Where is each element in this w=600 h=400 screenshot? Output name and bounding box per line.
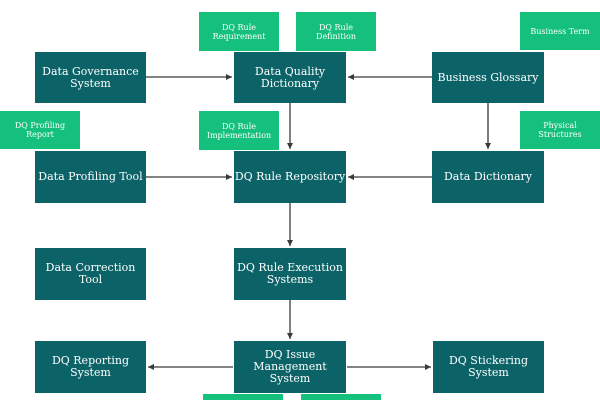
node-data-correction-tool: Data Correction Tool (35, 248, 146, 300)
node-data-quality-dictionary: Data Quality Dictionary (234, 52, 346, 103)
node-dq-stickering-system: DQ Stickering System (433, 341, 544, 393)
node-data-profiling-tool: Data Profiling Tool (35, 151, 146, 203)
tag-physical-structures: Physical Structures (520, 111, 600, 149)
tag-business-term: Business Term (520, 12, 600, 50)
node-business-glossary: Business Glossary (432, 52, 544, 103)
node-dq-rule-repository: DQ Rule Repository (234, 151, 346, 203)
tag-dq-rule-requirement: DQ Rule Requirement (199, 12, 279, 51)
tag-bottom-2 (301, 394, 381, 400)
tag-dq-rule-implementation: DQ Rule Implementation (199, 111, 279, 150)
tag-bottom-1 (203, 394, 283, 400)
node-dq-rule-execution-systems: DQ Rule Execution Systems (234, 248, 346, 300)
node-dq-reporting-system: DQ Reporting System (35, 341, 146, 393)
tag-dq-rule-definition: DQ Rule Definition (296, 12, 376, 51)
tag-dq-profiling-report: DQ Profiling Report (0, 111, 80, 149)
node-data-dictionary: Data Dictionary (432, 151, 544, 203)
node-data-governance-system: Data Governance System (35, 52, 146, 103)
node-dq-issue-management-system: DQ Issue Management System (234, 341, 346, 393)
